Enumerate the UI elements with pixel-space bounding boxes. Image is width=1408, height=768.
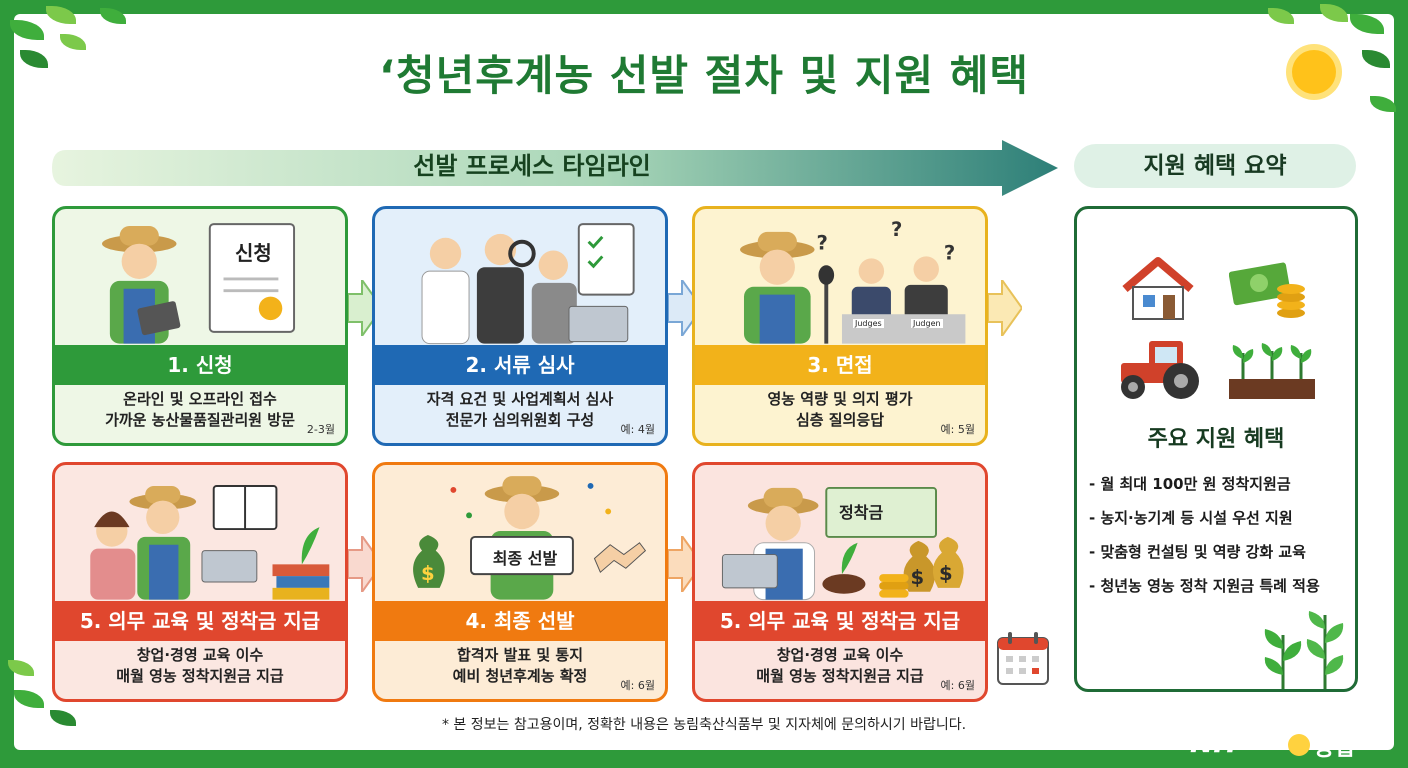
judge-plate: Judgen bbox=[911, 319, 943, 328]
step-period: 2-3월 bbox=[306, 423, 335, 436]
step-description: 온라인 및 오프라인 접수 가까운 농산물품질관리원 방문 bbox=[105, 390, 295, 429]
leaf-icon bbox=[50, 710, 76, 726]
arrow-right-icon bbox=[988, 280, 1022, 336]
step-title: 5. 의무 교육 및 정착금 지급 bbox=[695, 601, 985, 641]
seedlings-icon bbox=[1229, 343, 1315, 399]
reviewers-with-documents-icon bbox=[421, 223, 635, 345]
svg-text:$: $ bbox=[421, 562, 435, 585]
calendar-icon bbox=[997, 632, 1049, 685]
step-period: 예: 5월 bbox=[940, 423, 975, 436]
step-description: 영농 역량 및 의지 평가 심층 질의응답 bbox=[767, 390, 913, 429]
check-label: 정착금 bbox=[839, 503, 884, 522]
benefit-item: - 농지·농기계 등 시설 우선 지원 bbox=[1089, 509, 1293, 527]
leaf-icon bbox=[14, 690, 44, 708]
money-icon bbox=[1229, 262, 1305, 318]
benefit-item: - 맞춤형 컨설팅 및 역량 강화 교육 bbox=[1089, 543, 1306, 561]
logo-mark: NH bbox=[1190, 726, 1237, 759]
step-card-final-selection: $ 최종 선발 4. 최종 선발 합격자 발표 및 통지 예비 청년후계농 확정… bbox=[372, 462, 668, 702]
svg-text:$: $ bbox=[911, 566, 925, 589]
benefit-item: - 청년농 영농 정착 지원금 특례 적용 bbox=[1089, 577, 1320, 595]
svg-text:?: ? bbox=[816, 232, 827, 255]
step-title: 4. 최종 선발 bbox=[375, 601, 665, 641]
leaf-icon bbox=[1268, 8, 1294, 24]
step-description: 창업·경영 교육 이수 매월 영농 정착지원금 지급 bbox=[116, 646, 284, 685]
leaf-icon bbox=[100, 8, 126, 24]
sun-icon bbox=[1292, 50, 1336, 94]
step-period: 예: 4월 bbox=[620, 423, 655, 436]
step-card-apply: 신청 1. 신청 온라인 및 오프라인 접수 가까운 농산물품질관리원 방문 2… bbox=[52, 206, 348, 446]
benefits-title: 주요 지원 혜택 bbox=[1147, 427, 1285, 452]
plant-icon bbox=[1264, 611, 1344, 689]
leaf-icon bbox=[1320, 4, 1348, 22]
page-title: ‘청년후계농 선발 절차 및 지원 혜택 bbox=[378, 51, 1030, 100]
judge-plate: Judges bbox=[853, 319, 884, 328]
benefit-item: - 월 최대 100만 원 정착지원금 bbox=[1089, 475, 1291, 493]
svg-text:?: ? bbox=[944, 241, 955, 264]
step-description: 창업·경영 교육 이수 매월 영농 정착지원금 지급 bbox=[756, 646, 924, 685]
logo-name: 농협 bbox=[1314, 736, 1355, 761]
leaf-icon bbox=[1370, 96, 1396, 112]
timeline-label: 선발 프로세스 타임라인 bbox=[413, 152, 651, 180]
tractor-icon bbox=[1121, 341, 1199, 399]
step-title: 3. 면접 bbox=[695, 345, 985, 385]
celebrating-farmer-icon: $ bbox=[413, 476, 647, 600]
farmers-studying-icon bbox=[90, 484, 330, 600]
step-title: 2. 서류 심사 bbox=[375, 345, 665, 385]
leaf-icon bbox=[60, 34, 86, 50]
leaf-icon bbox=[8, 660, 34, 676]
leaf-icon bbox=[46, 6, 76, 24]
step-card-education: 5. 의무 교육 및 정착금 지급 창업·경영 교육 이수 매월 영농 정착지원… bbox=[52, 462, 348, 702]
leaf-icon bbox=[10, 20, 44, 40]
step-period: 예: 6월 bbox=[620, 679, 655, 692]
farmer-with-tablet-icon bbox=[102, 223, 296, 344]
interview-panel-icon: ? ? ? bbox=[740, 218, 966, 344]
leaf-icon bbox=[1362, 50, 1390, 68]
nh-symbol-icon bbox=[1288, 734, 1310, 756]
leaf-icon bbox=[1350, 14, 1384, 34]
step-card-settlement-fund: $ $ 정착금 5. 의무 교육 및 정착금 지급 창업·경영 교육 이수 매월… bbox=[692, 462, 988, 702]
leaf-icon bbox=[20, 50, 48, 68]
step-description: 합격자 발표 및 통지 예비 청년후계농 확정 bbox=[452, 646, 588, 685]
step-period: 예: 6월 bbox=[940, 679, 975, 692]
step-title: 1. 신청 bbox=[55, 345, 345, 385]
svg-text:$: $ bbox=[939, 562, 953, 585]
timeline-arrow-banner bbox=[52, 140, 1058, 196]
step-card-document-review: 2. 서류 심사 자격 요건 및 사업계획서 심사 전문가 심의위원회 구성 예… bbox=[372, 206, 668, 446]
step-title: 5. 의무 교육 및 정착금 지급 bbox=[55, 601, 345, 641]
step-description: 자격 요건 및 사업계획서 심사 전문가 심의위원회 구성 bbox=[426, 390, 614, 429]
summary-label: 지원 혜택 요약 bbox=[1074, 144, 1356, 188]
final-selection-sign: 최종 선발 bbox=[492, 549, 558, 568]
svg-text:?: ? bbox=[891, 218, 902, 241]
document-label: 신청 bbox=[235, 241, 272, 265]
step-card-interview: ? ? ? Judges Judgen 3. 면접 영농 역량 및 의지 평가 … bbox=[692, 206, 988, 446]
benefits-panel: 주요 지원 혜택 - 월 최대 100만 원 정착지원금 - 농지·농기계 등 … bbox=[1074, 206, 1358, 692]
farmer-with-money-icon: $ $ bbox=[721, 486, 964, 601]
house-icon bbox=[1122, 257, 1194, 320]
benefits-list: - 월 최대 100만 원 정착지원금 - 농지·농기계 등 시설 우선 지원 … bbox=[1089, 467, 1320, 603]
footnote: * 본 정보는 참고용이며, 정확한 내용은 농림축산식품부 및 지자체에 문의… bbox=[441, 717, 967, 733]
